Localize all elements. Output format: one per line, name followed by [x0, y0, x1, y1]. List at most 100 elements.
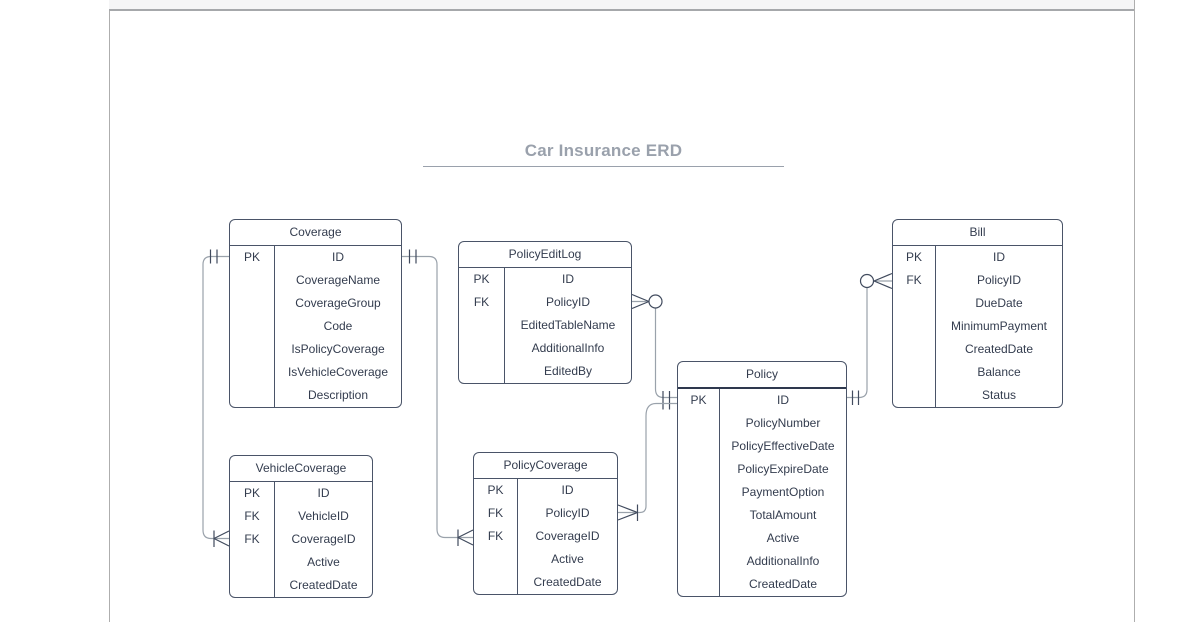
entity-title[interactable]: Bill	[893, 220, 1062, 246]
connector-policy-bill[interactable]	[847, 272, 893, 406]
field-name: ID	[993, 250, 1005, 264]
relationship-line[interactable]	[202, 255, 229, 540]
key-label	[230, 292, 275, 315]
key-label: PK	[459, 268, 505, 291]
field-name: CoverageGroup	[295, 296, 381, 310]
field-row[interactable]: EditedTableName	[459, 314, 631, 337]
key-label	[230, 574, 275, 597]
many-icon	[873, 272, 893, 290]
key-label	[893, 292, 936, 315]
key-label	[230, 551, 275, 574]
diagram-title[interactable]: Car Insurance ERD	[423, 141, 784, 167]
connector-coverage-vehiclecoverage[interactable]	[202, 249, 230, 548]
field-name: AdditionalInfo	[531, 341, 605, 355]
field-name: CreatedDate	[964, 342, 1034, 356]
field-row[interactable]: AdditionalInfo	[459, 337, 631, 360]
field-name: ID	[332, 250, 344, 264]
entity-title[interactable]: VehicleCoverage	[230, 456, 372, 482]
field-row[interactable]: Code	[230, 315, 401, 338]
one-or-many-icon	[617, 504, 639, 521]
field-row[interactable]: FK PolicyID	[893, 269, 1062, 292]
field-row[interactable]: CoverageGroup	[230, 292, 401, 315]
field-row[interactable]: CreatedDate	[678, 573, 846, 596]
connector-policycoverage-policy[interactable]	[617, 402, 677, 522]
entity-title[interactable]: PolicyCoverage	[474, 453, 617, 479]
field-row[interactable]: PolicyNumber	[678, 412, 846, 435]
field-row[interactable]: EditedBy	[459, 360, 631, 383]
key-label	[474, 571, 518, 594]
field-name: CoverageName	[295, 273, 381, 287]
key-label	[230, 269, 275, 292]
key-label: PK	[230, 246, 275, 269]
field-row[interactable]: Description	[230, 384, 401, 407]
field-row[interactable]: PolicyEffectiveDate	[678, 435, 846, 458]
field-name: IsPolicyCoverage	[291, 342, 385, 356]
field-row[interactable]: CoverageName	[230, 269, 401, 292]
entity-title[interactable]: PolicyEditLog	[459, 242, 631, 268]
field-row[interactable]: Balance	[893, 361, 1062, 384]
connector-policyeditlog-policy[interactable]	[631, 293, 677, 410]
relationship-line[interactable]	[632, 300, 677, 399]
field-row[interactable]: CreatedDate	[230, 574, 372, 597]
key-label: FK	[474, 525, 518, 548]
field-row[interactable]: IsPolicyCoverage	[230, 338, 401, 361]
field-row[interactable]: IsVehicleCoverage	[230, 361, 401, 384]
one-or-many-icon	[457, 529, 474, 546]
key-label	[893, 361, 936, 384]
field-row[interactable]: MinimumPayment	[893, 315, 1062, 338]
key-label: FK	[459, 291, 505, 314]
field-row[interactable]: PK ID	[230, 246, 401, 269]
field-name: Active	[307, 555, 340, 569]
field-row[interactable]: DueDate	[893, 292, 1062, 315]
field-name: PolicyEffectiveDate	[731, 439, 835, 453]
field-row[interactable]: Active	[230, 551, 372, 574]
key-label: FK	[893, 269, 936, 292]
field-row[interactable]: PaymentOption	[678, 481, 846, 504]
field-row[interactable]: Active	[474, 548, 617, 571]
entity-title[interactable]: Coverage	[230, 220, 401, 246]
one-and-only-one-icon	[851, 390, 860, 405]
field-row[interactable]: TotalAmount	[678, 504, 846, 527]
entity-title[interactable]: Policy	[678, 362, 846, 389]
field-row[interactable]: CreatedDate	[474, 571, 617, 594]
field-name: Code	[323, 319, 353, 333]
key-label	[678, 412, 720, 435]
one-and-only-one-icon	[408, 249, 417, 264]
relationship-line[interactable]	[847, 280, 892, 399]
field-row[interactable]: Active	[678, 527, 846, 550]
field-name: PolicyID	[976, 273, 1021, 287]
relationship-line[interactable]	[618, 402, 677, 514]
field-row[interactable]: AdditionalInfo	[678, 550, 846, 573]
field-name: Description	[307, 388, 369, 402]
field-name: VehicleID	[298, 509, 349, 523]
field-row[interactable]: CreatedDate	[893, 338, 1062, 361]
page-border-left	[109, 0, 110, 622]
key-label	[678, 527, 720, 550]
field-name: EditedTableName	[520, 318, 616, 332]
key-label	[678, 481, 720, 504]
field-name: Active	[551, 552, 584, 566]
key-label: PK	[230, 482, 275, 505]
key-label	[459, 337, 505, 360]
field-row[interactable]: Status	[893, 384, 1062, 407]
one-and-only-one-icon	[209, 249, 218, 264]
key-label	[678, 550, 720, 573]
key-label: PK	[474, 479, 518, 502]
field-row[interactable]: PolicyExpireDate	[678, 458, 846, 481]
